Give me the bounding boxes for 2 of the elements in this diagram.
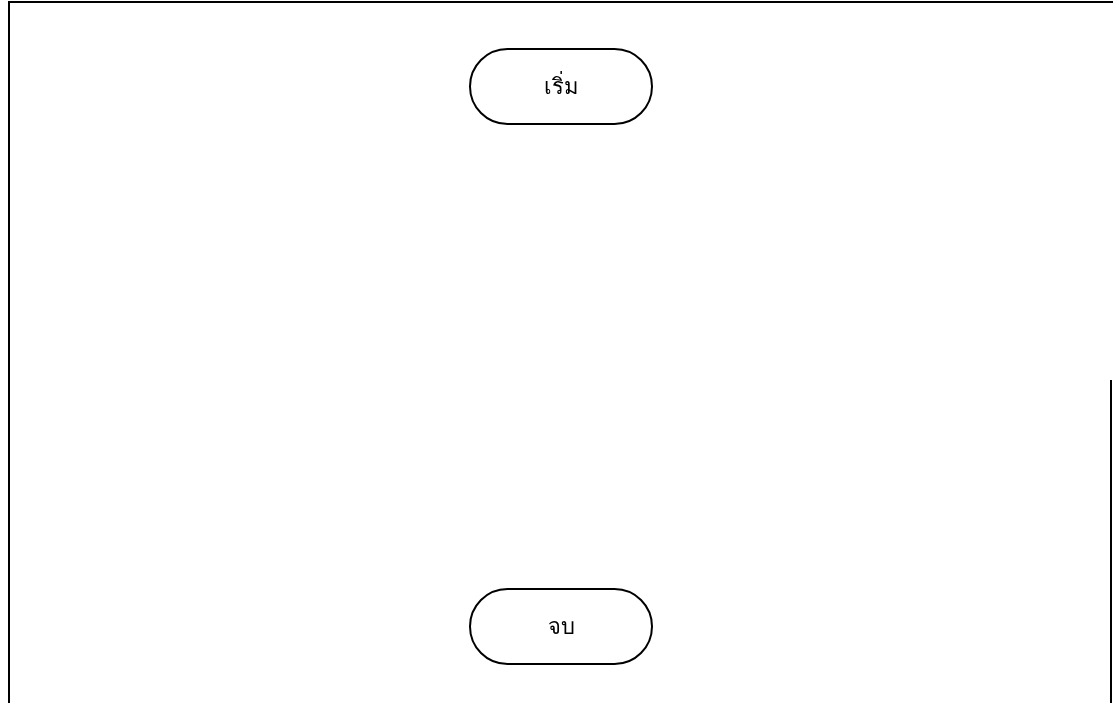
node-label: จบ bbox=[547, 613, 575, 641]
node-label: เริ่ม bbox=[543, 69, 579, 104]
